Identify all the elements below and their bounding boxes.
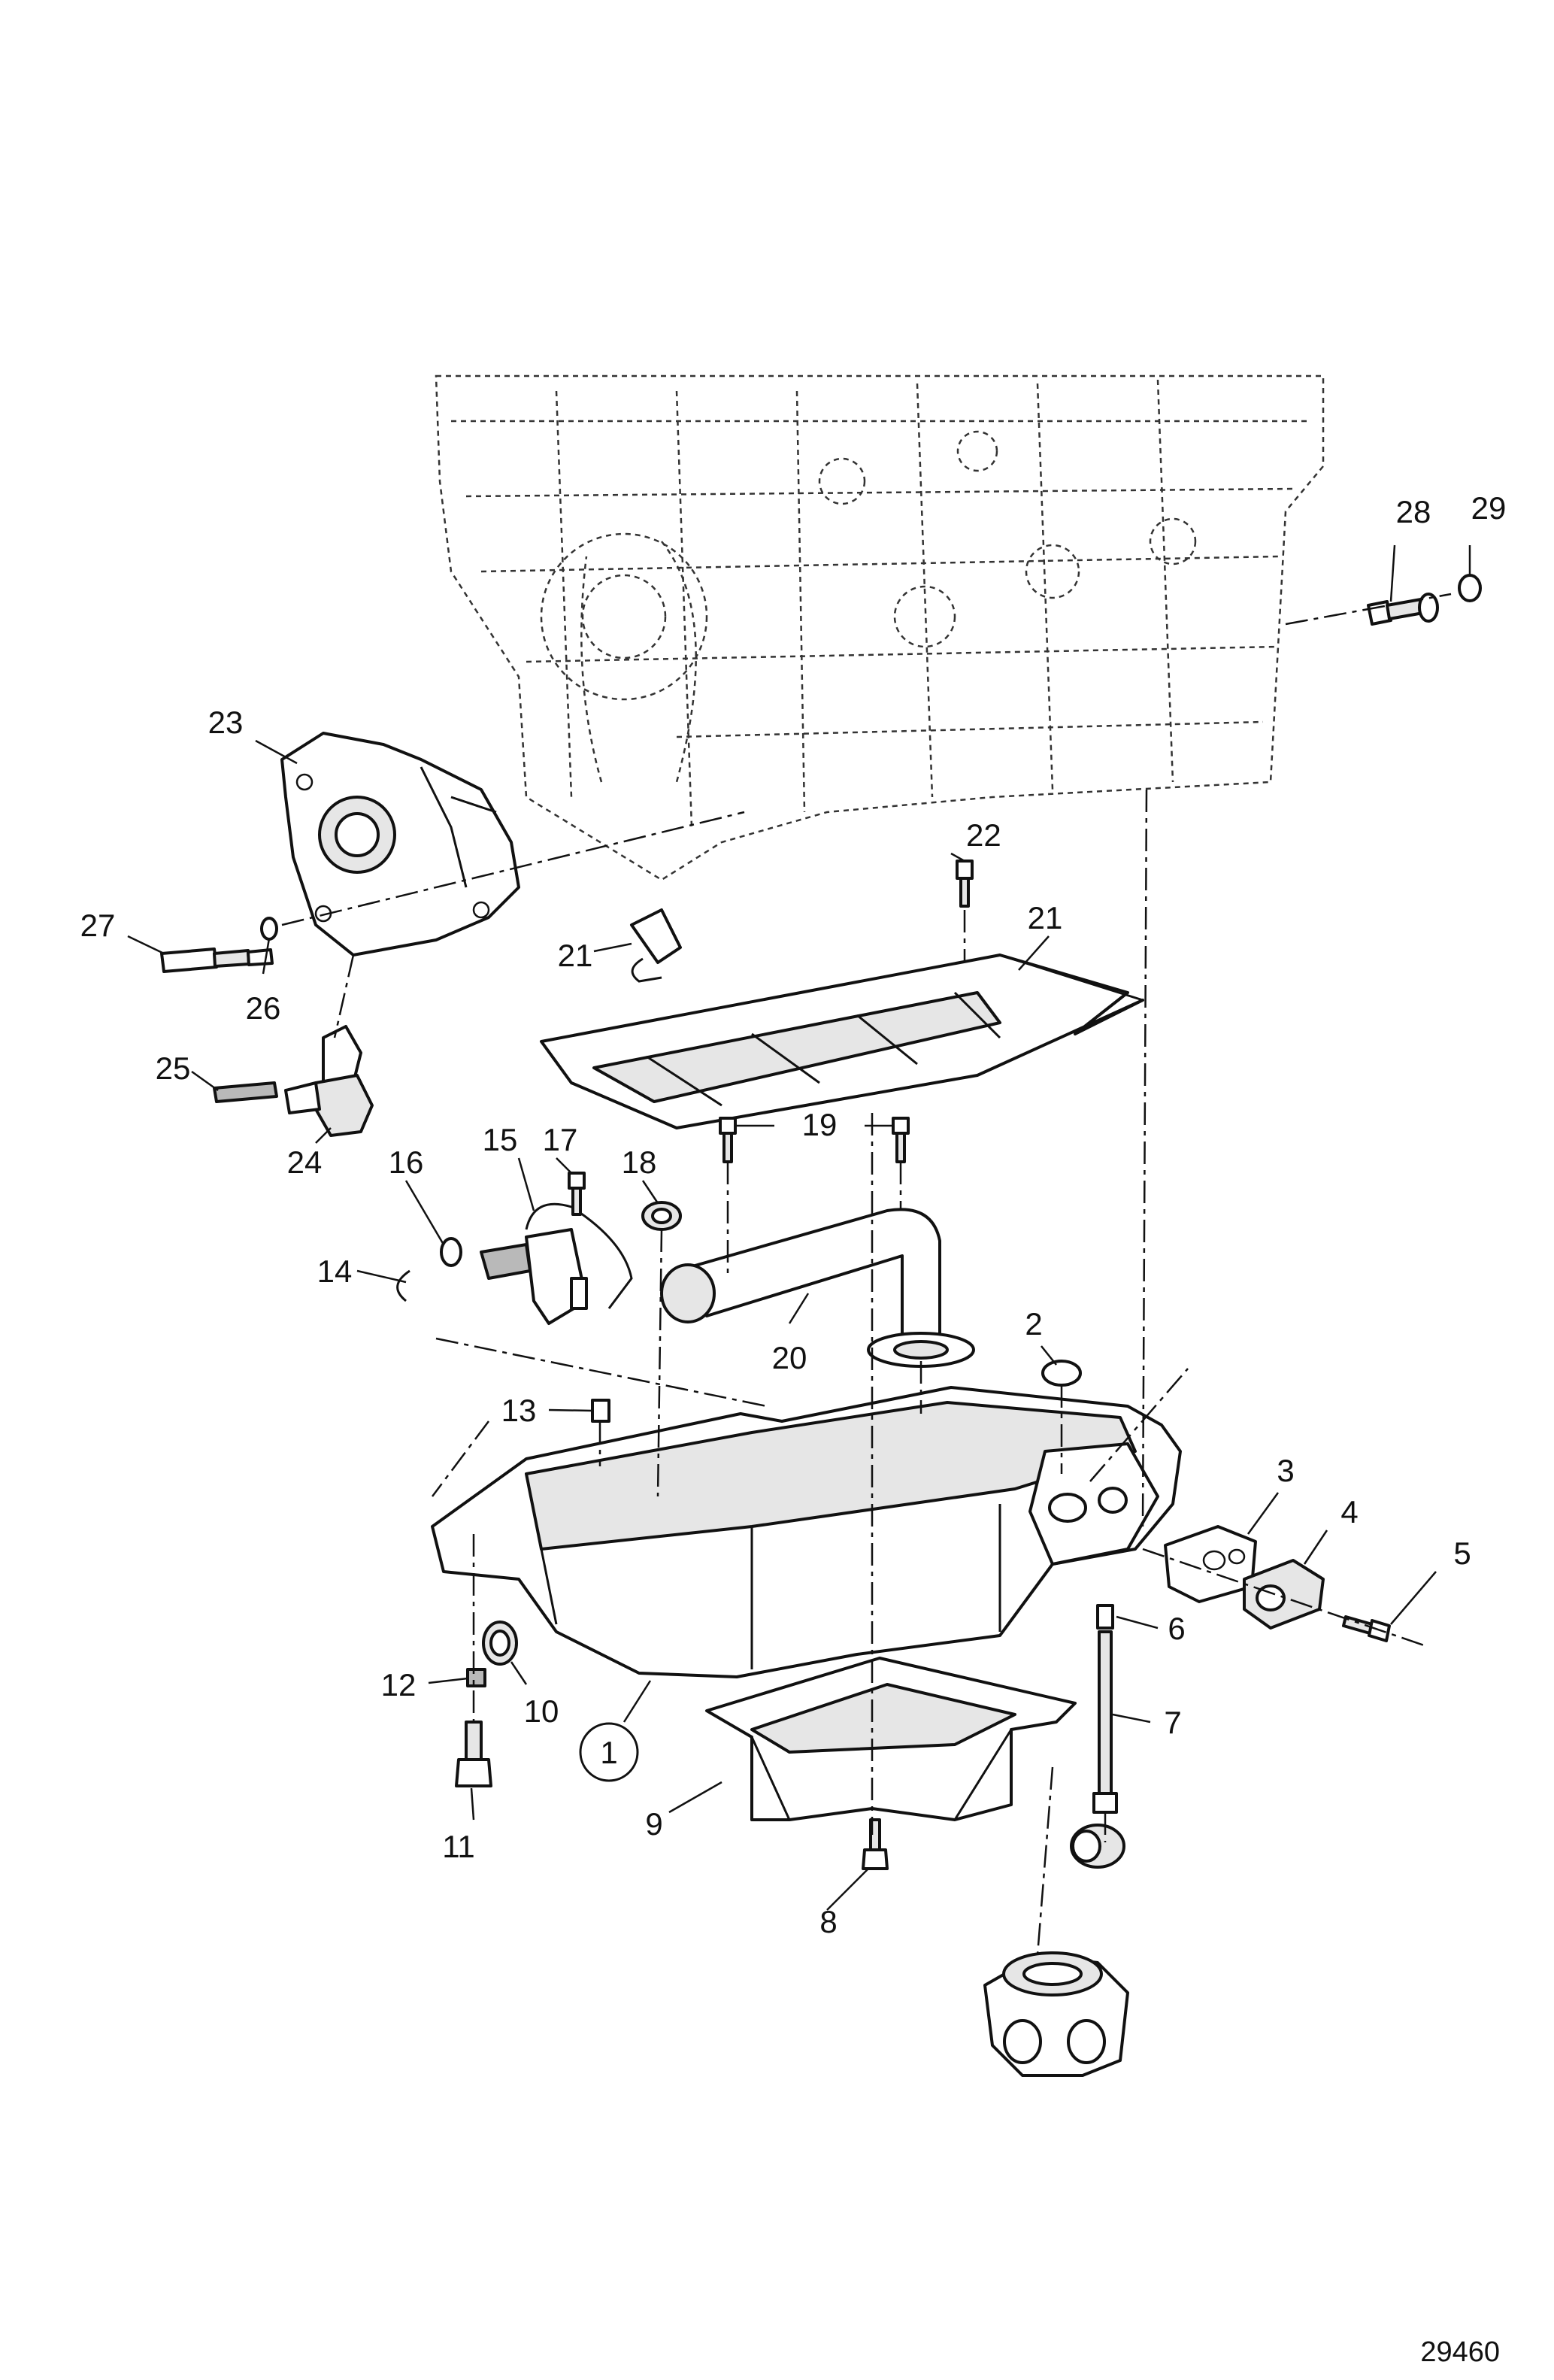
pickup-bolt-left [719, 1117, 737, 1163]
plug-cap [1041, 1360, 1082, 1387]
pickup-seal [641, 1201, 682, 1231]
upper-washer [1458, 574, 1482, 602]
callout-5: 5 [1453, 1536, 1471, 1571]
lower-oil-pan [705, 1657, 1077, 1821]
callout-11: 11 [442, 1829, 475, 1864]
lower-pan-bolt [862, 1818, 889, 1870]
pump-bolt [160, 947, 274, 973]
callout-20: 20 [772, 1340, 807, 1375]
callout-1: 1 [600, 1735, 617, 1770]
upper-bolt [1367, 593, 1439, 626]
callout-26: 26 [246, 990, 281, 1026]
oil-pump [280, 732, 520, 957]
callout-14: 14 [317, 1254, 353, 1289]
callout-19: 19 [802, 1107, 838, 1142]
callout-22: 22 [966, 817, 1001, 853]
callout-12: 12 [381, 1667, 417, 1702]
callout-labels: 1 2 3 4 5 6 7 8 9 10 11 12 13 14 15 16 1… [80, 490, 1507, 1939]
callout-15: 15 [483, 1122, 518, 1157]
callout-21-tray: 21 [1028, 900, 1063, 935]
cover-plate [1243, 1559, 1325, 1630]
callout-18: 18 [622, 1145, 657, 1180]
oil-filter-adapter [983, 1951, 1129, 2077]
callout-21-clip: 21 [558, 938, 593, 973]
retaining-clip [630, 908, 682, 983]
windage-tray [540, 954, 1144, 1129]
callout-13: 13 [501, 1393, 537, 1428]
callout-1-circle [579, 1722, 639, 1782]
engine-block [435, 374, 1325, 881]
oil-level-sensor [396, 1172, 633, 1325]
pickup-fitting [284, 1025, 374, 1137]
stud-7 [1092, 1630, 1118, 1814]
baffle-bolt [956, 860, 974, 908]
leader-lines [127, 544, 1471, 1911]
sleeve-6 [1096, 1604, 1114, 1630]
drain-bolt [455, 1721, 492, 1787]
clip-25 [213, 1081, 278, 1103]
cover-bolt [1342, 1615, 1391, 1642]
pan-plug [482, 1621, 518, 1666]
callout-29: 29 [1471, 490, 1507, 526]
figure-number: 29460 [1420, 2336, 1500, 2368]
dowel-13 [591, 1399, 610, 1423]
oil-pickup-tube [660, 1208, 975, 1368]
drain-washer [466, 1668, 486, 1687]
callout-16: 16 [389, 1145, 424, 1180]
callout-2: 2 [1025, 1306, 1042, 1342]
callout-25: 25 [156, 1051, 191, 1086]
callout-7: 7 [1164, 1705, 1181, 1740]
callout-10: 10 [524, 1693, 559, 1729]
callout-17: 17 [543, 1122, 578, 1157]
callout-3: 3 [1277, 1453, 1294, 1488]
cover-gasket [1164, 1525, 1257, 1603]
callout-24: 24 [287, 1145, 323, 1180]
pump-washer [260, 917, 278, 941]
callout-9: 9 [645, 1806, 662, 1842]
pickup-bolt-right [892, 1117, 910, 1163]
upper-oil-pan [431, 1386, 1182, 1678]
callout-6: 6 [1168, 1611, 1185, 1646]
callout-4: 4 [1340, 1494, 1358, 1530]
alignment-lines [281, 593, 1452, 1956]
callout-27: 27 [80, 908, 116, 943]
filter-sleeve [1070, 1824, 1125, 1869]
callout-23: 23 [208, 705, 244, 740]
callout-28: 28 [1396, 494, 1431, 529]
callout-8: 8 [819, 1904, 837, 1939]
